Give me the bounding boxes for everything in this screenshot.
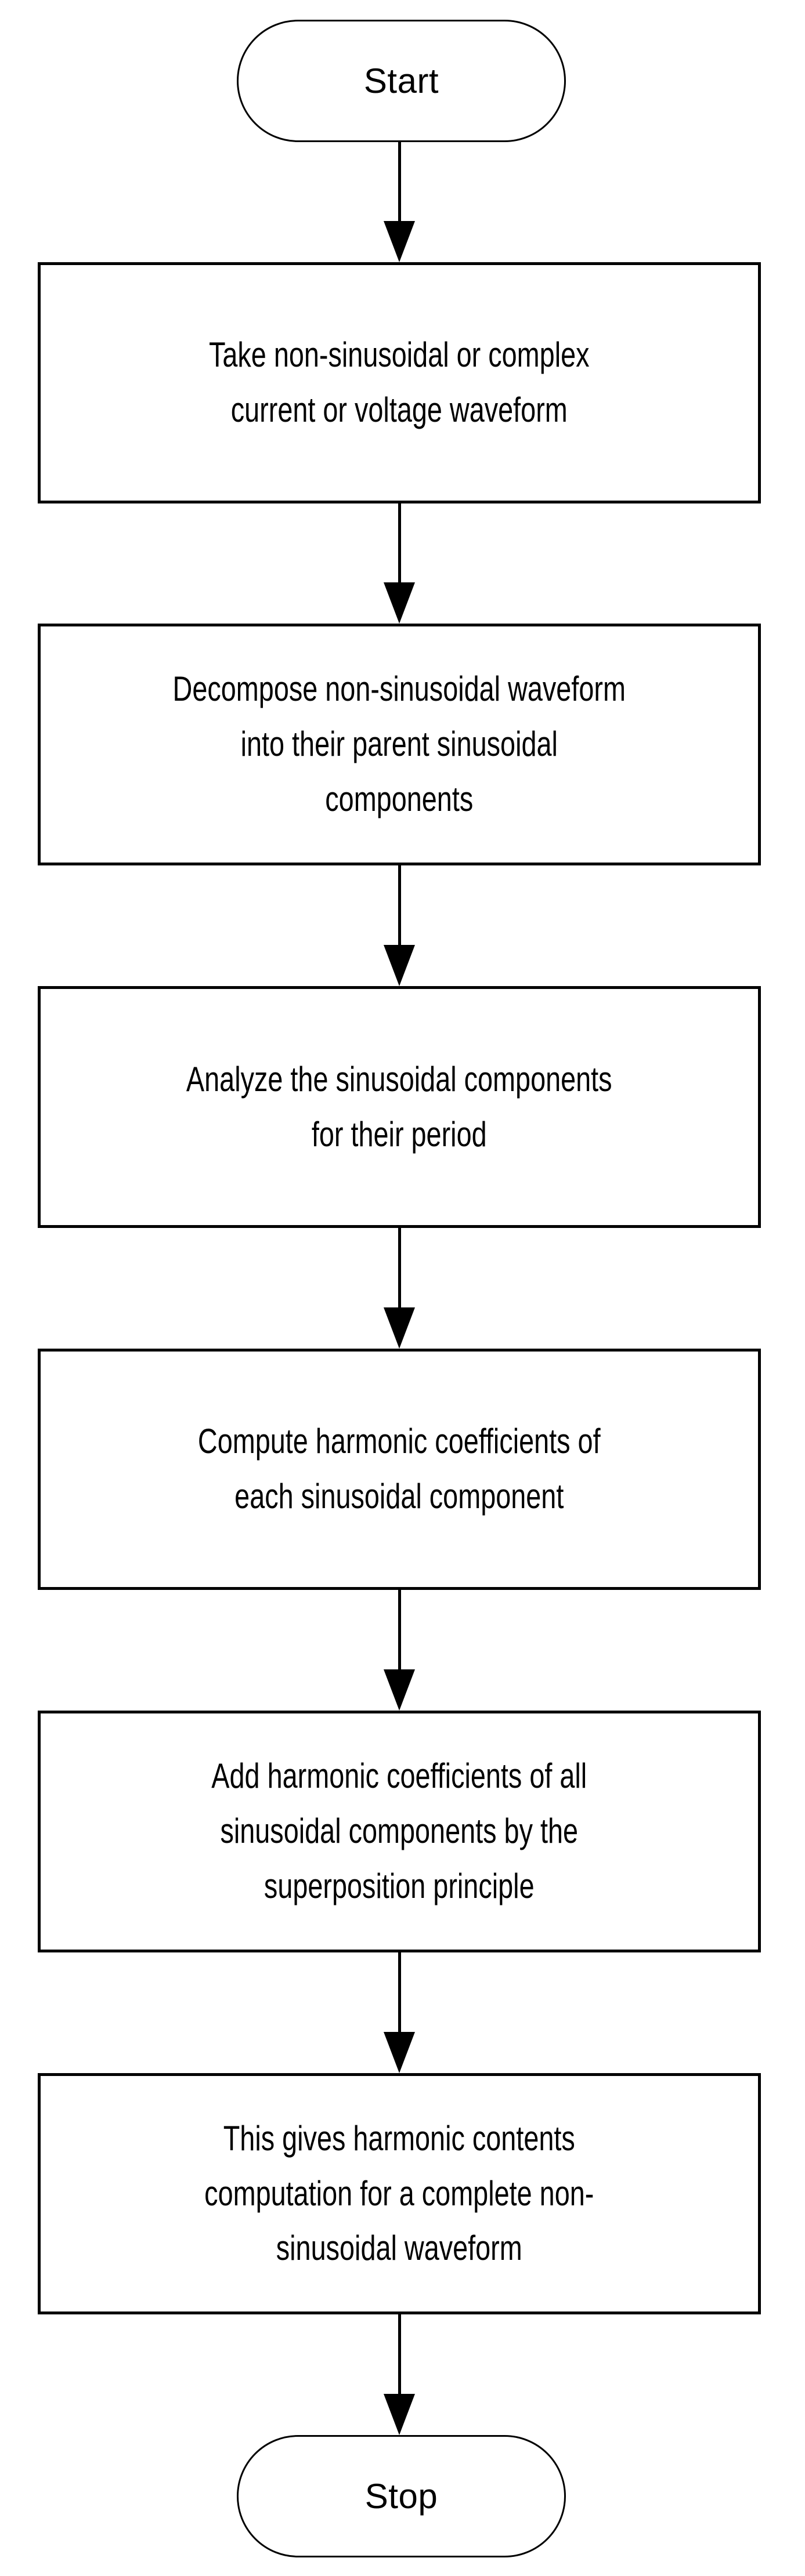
node-step3[interactable]: Analyze the sinusoidal components for th… xyxy=(38,986,761,1228)
edge-step1-to-step2 xyxy=(382,503,417,624)
edge-start-to-step1 xyxy=(382,142,417,262)
edge-shaft xyxy=(398,503,401,582)
arrowhead-down-icon xyxy=(384,945,415,986)
node-stop[interactable]: Stop xyxy=(237,2435,566,2557)
node-step5[interactable]: Add harmonic coefficients of all sinusoi… xyxy=(38,1711,761,1952)
edge-step4-to-step5 xyxy=(382,1590,417,1711)
edge-shaft xyxy=(398,1952,401,2032)
node-stop-label: Stop xyxy=(364,2477,438,2516)
node-step6-label: This gives harmonic contents computation… xyxy=(204,2118,594,2268)
edge-shaft xyxy=(398,142,401,221)
node-step4[interactable]: Compute harmonic coefficients of each si… xyxy=(38,1349,761,1590)
node-start-label: Start xyxy=(363,61,439,100)
edge-shaft xyxy=(398,1590,401,1669)
edge-shaft xyxy=(398,1228,401,1307)
node-step2-label: Decompose non-sinusoidal waveform into t… xyxy=(172,669,626,818)
edge-shaft xyxy=(398,865,401,945)
node-step4-label: Compute harmonic coefficients of each si… xyxy=(198,1422,601,1516)
edge-step3-to-step4 xyxy=(382,1228,417,1349)
edge-step6-to-stop xyxy=(382,2314,417,2435)
node-start[interactable]: Start xyxy=(237,20,566,142)
edge-shaft xyxy=(398,2314,401,2394)
arrowhead-down-icon xyxy=(384,1669,415,1711)
node-step1-label: Take non-sinusoidal or complex current o… xyxy=(209,335,590,429)
node-step6[interactable]: This gives harmonic contents computation… xyxy=(38,2073,761,2314)
node-step1[interactable]: Take non-sinusoidal or complex current o… xyxy=(38,262,761,503)
node-step3-label: Analyze the sinusoidal components for th… xyxy=(186,1059,612,1154)
edge-step5-to-step6 xyxy=(382,1952,417,2073)
node-step2[interactable]: Decompose non-sinusoidal waveform into t… xyxy=(38,624,761,865)
arrowhead-down-icon xyxy=(384,2394,415,2435)
node-step5-label: Add harmonic coefficients of all sinusoi… xyxy=(211,1756,587,1905)
edge-step2-to-step3 xyxy=(382,865,417,986)
arrowhead-down-icon xyxy=(384,1307,415,1349)
arrowhead-down-icon xyxy=(384,2032,415,2073)
arrowhead-down-icon xyxy=(384,221,415,262)
arrowhead-down-icon xyxy=(384,582,415,624)
